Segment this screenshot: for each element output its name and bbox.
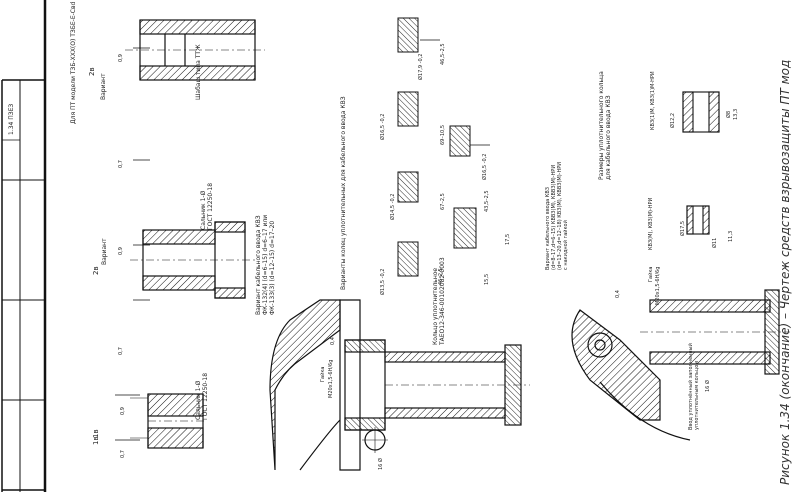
detail-sleeve-2 <box>130 221 255 299</box>
dim-r3: Ø16,5 -0,2 <box>482 153 488 180</box>
dim-h1: 13,3 <box>733 108 739 120</box>
base-note: Ввод уплотнённый заполненный уплотнитель… <box>688 343 700 430</box>
dim-k1: Ø12,2 <box>670 112 676 128</box>
seal-shell-note: Сальник 1-Ø ГОСТ 12250-18 <box>195 372 209 420</box>
roughness-1: 0,7 <box>120 450 126 458</box>
cable-entry-title: Вариант кабельного ввода КВЗ ФК-132(4) (… <box>255 214 276 315</box>
nut-label-2: Гайка <box>648 266 654 282</box>
assembly-left <box>269 299 530 471</box>
variant-1-sub: Вариант <box>100 73 107 100</box>
seal-rings <box>397 17 477 277</box>
variant-2-label-mid: 2в <box>92 266 100 275</box>
roughness-6: 0,9 <box>118 54 124 62</box>
roughness-2: 0,9 <box>120 407 126 415</box>
detail-sleeve-1 <box>130 393 205 449</box>
dim-s1: 46–2,5 <box>438 268 444 285</box>
stamp-label: 1.34 ПЗЕЗ <box>8 103 15 135</box>
nut-label: Гайка <box>320 366 326 382</box>
bolt-thread: М20х1,5-6Н/6g <box>328 359 334 398</box>
seal-ring-size-title: Размеры уплотнительного кольца для кабел… <box>598 71 612 180</box>
dim-k3: Ø17,5 <box>680 220 686 236</box>
dim-r5: Ø13,5 -0,2 <box>380 268 386 295</box>
variant-2-sub: Вариант <box>101 238 108 265</box>
dim-s3: 69–10,5 <box>440 125 446 145</box>
dim-d1: 17,5 <box>505 233 511 245</box>
dim-d2: 15,5 <box>484 273 490 285</box>
dim-h2: 11,3 <box>728 230 734 242</box>
leaders <box>115 39 490 441</box>
roughness-8: 0,4 <box>615 290 621 298</box>
dim-16-left: 16 Ø <box>378 458 384 470</box>
dim-k2: Ø8 <box>726 110 732 118</box>
bolt-thread-2: М20х1,5-6Н/6g <box>655 266 661 305</box>
assembly-right <box>571 289 790 441</box>
dim-16-right: 16 Ø <box>705 380 711 392</box>
roughness-3: 0,7 <box>118 347 124 355</box>
kvz1m-label: КВЗ(1)М, КВЗ(1)М-НРИ <box>650 71 656 130</box>
seal-shell-note-2: Сальник 1-Ø ГОСТ 12250-18 <box>200 182 214 230</box>
ring-sections <box>682 91 720 235</box>
dim-s4: 46,5–2,5 <box>440 43 446 65</box>
figure-caption: Рисунок 1.34 (окончание) – Чертеж средст… <box>778 59 792 485</box>
roughness-7: 0,4 <box>330 337 336 345</box>
variant-1-note: Шабаш типа ТТЖ <box>195 44 202 100</box>
variant-3-label: 1в <box>92 436 100 445</box>
roughness-5: 0,7 <box>118 160 124 168</box>
dim-r4: Ø14,5 -0,2 <box>390 193 396 220</box>
roughness-4: 0,9 <box>118 247 124 255</box>
dim-s2: 67–2,5 <box>440 193 446 210</box>
variant-2-label: 2в <box>88 67 96 76</box>
frame <box>1 0 47 492</box>
kvz-m-label: КВЗ(М), КВЗ(М)-НРИ <box>648 197 654 250</box>
dim-k4: Ø11 <box>712 237 718 248</box>
variant-1-title: Для ПТ модели ТЗБ-ХХХ(О) ТЗБЕ-Е-Cвd <box>70 2 77 125</box>
cable-variants: Вариант кабельного ввода КВЗ (d=8–17,d=6… <box>545 162 569 270</box>
dim-r1: Ø17,9 -0,2 <box>418 53 424 80</box>
dim-s5: 43,5–2,5 <box>484 190 490 212</box>
dim-r2: Ø16,5 -0,2 <box>380 113 386 140</box>
detail-sleeve-3 <box>125 19 265 81</box>
seal-rings-title: Варианты колец уплотнительных для кабель… <box>340 96 347 290</box>
